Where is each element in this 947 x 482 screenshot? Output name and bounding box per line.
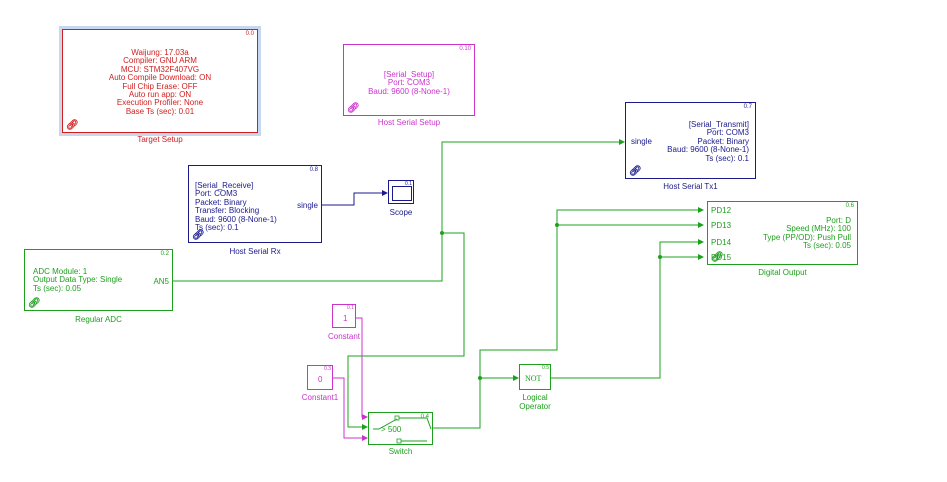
constant1-block[interactable]: 0.3 0 <box>307 365 333 390</box>
param-line: Ts (sec): 0.05 <box>33 283 82 293</box>
param-line: Baud: 9600 (8-None-1) <box>195 214 277 224</box>
logical-operator-caption: Logical Operator <box>519 393 551 411</box>
param-line: Auto Compile Download: ON <box>108 73 212 83</box>
param-line: Baud: 9600 (8-None-1) <box>667 145 749 155</box>
param-line: Baud: 9600 (8-None-1) <box>368 86 450 96</box>
line-not-out <box>551 239 704 379</box>
constant1-caption: Constant1 <box>301 393 339 402</box>
scope-block[interactable]: 0.1 <box>388 180 414 204</box>
switch-icon <box>373 415 432 444</box>
output-port-label: AN5 <box>153 277 169 286</box>
input-port-pd14: PD14 <box>711 238 732 247</box>
host-serial-setup-params: [Serial_Setup] Port: COM3 Baud: 9600 (8-… <box>344 70 474 96</box>
priority-label: 0.0 <box>245 31 254 37</box>
junction-pd15 <box>658 255 662 259</box>
regular-adc-params: ADC Module: 1 Output Data Type: Single T… <box>33 267 123 293</box>
param-line: Port: COM3 <box>706 128 749 138</box>
regular-adc-caption: Regular ADC <box>75 315 122 324</box>
priority-label: 0.3 <box>324 366 331 372</box>
scope-screen-icon <box>392 186 412 201</box>
param-line: Compiler: GNU ARM <box>123 56 197 66</box>
host-serial-rx-params: [Serial_Receive] Port: COM3 Packet: Bina… <box>195 181 277 233</box>
switch-block[interactable]: 0.4 > 500 <box>368 412 433 445</box>
host-serial-tx-caption: Host Serial Tx1 <box>663 182 718 191</box>
input-port-label: single <box>631 137 652 146</box>
priority-label: 0.7 <box>743 104 752 110</box>
digital-output-params: Port: D Speed (MHz): 100 Type (PP/OD): P… <box>762 216 851 251</box>
target-setup-params: Waijung: 17.03a Compiler: GNU ARM MCU: S… <box>63 48 257 116</box>
digital-output-caption: Digital Output <box>758 268 807 277</box>
param-line: Ts (sec): 0.1 <box>195 223 239 233</box>
logical-operator-block[interactable]: 0.5 NOT <box>519 364 551 390</box>
param-line: Speed (MHz): 100 <box>786 224 851 234</box>
host-serial-tx-block[interactable]: 0.7 single [Serial_Transmit] Port: COM3 … <box>625 102 756 179</box>
priority-label: 0.6 <box>845 203 854 209</box>
constant-caption: Constant <box>327 332 361 341</box>
param-line: Waijung: 17.03a <box>131 48 189 57</box>
line-adc-switch <box>347 232 465 430</box>
param-line: Execution Profiler: None <box>116 98 204 108</box>
priority-label: 0.1 <box>405 181 412 187</box>
logical-operator-label: NOT <box>525 374 542 383</box>
line-rx-scope <box>322 190 388 206</box>
priority-label: 0.4 <box>420 414 429 420</box>
param-line: Ts (sec): 0.1 <box>705 153 749 163</box>
junction-not <box>478 376 482 380</box>
link-icon: 🔗︎ <box>192 230 205 241</box>
param-line: Packet: Binary <box>697 136 749 146</box>
param-line: Base Ts (sec): 0.01 <box>125 106 195 116</box>
scope-caption: Scope <box>389 208 413 217</box>
digital-output-block[interactable]: 0.6 PD12 PD13 PD14 PD15 Port: D Speed (M… <box>707 201 858 265</box>
constant1-value: 0 <box>318 375 323 384</box>
line-switch-out <box>433 207 704 429</box>
param-line: ADC Module: 1 <box>33 267 88 276</box>
param-line: MCU: STM32F407VG <box>120 64 200 74</box>
target-setup-block[interactable]: 0.0 Waijung: 17.03a Compiler: GNU ARM MC… <box>62 29 258 133</box>
param-line: Packet: Binary <box>195 197 247 207</box>
host-serial-setup-caption: Host Serial Setup <box>377 118 441 127</box>
line-adc-tx <box>173 139 625 282</box>
priority-label: 0.2 <box>160 251 169 257</box>
constant-block[interactable]: 0.1 1 <box>332 304 356 328</box>
param-line: [Serial_Receive] <box>195 181 254 190</box>
param-line: Transfer: Blocking <box>195 206 260 216</box>
link-icon: 🔗︎ <box>28 298 41 309</box>
host-serial-setup-block[interactable]: 0.10 [Serial_Setup] Port: COM3 Baud: 960… <box>343 44 475 116</box>
priority-label: 0.10 <box>459 46 471 52</box>
host-serial-rx-block[interactable]: 0.8 [Serial_Receive] Port: COM3 Packet: … <box>188 165 322 243</box>
link-icon: 🔗︎ <box>66 120 79 131</box>
priority-label: 0.8 <box>309 167 318 173</box>
param-line: Port: COM3 <box>387 78 431 88</box>
link-icon: 🔗︎ <box>629 166 642 177</box>
junction-adc <box>440 231 444 235</box>
priority-label: 0.1 <box>347 305 354 311</box>
host-serial-tx-params: [Serial_Transmit] Port: COM3 Packet: Bin… <box>667 120 749 163</box>
param-line: Output Data Type: Single <box>33 275 123 285</box>
target-setup-caption: Target Setup <box>137 135 183 144</box>
param-line: Port: COM3 <box>195 189 238 199</box>
priority-label: 0.5 <box>542 365 549 371</box>
line-constant-switch <box>356 317 368 420</box>
param-line: Port: D <box>826 216 851 225</box>
output-port-label: single <box>297 201 318 210</box>
param-line: Type (PP/OD): Push Pull <box>762 232 851 242</box>
switch-caption: Switch <box>388 447 413 456</box>
input-port-pd15: PD15 <box>711 253 732 262</box>
line-constant1-switch <box>333 377 368 441</box>
regular-adc-block[interactable]: 0.2 ADC Module: 1 Output Data Type: Sing… <box>24 249 173 311</box>
param-line: Auto run app: ON <box>128 90 192 100</box>
param-line: [Serial_Transmit] <box>688 120 749 129</box>
input-port-pd13: PD13 <box>711 221 732 230</box>
constant-value: 1 <box>343 314 348 323</box>
switch-criteria: > 500 <box>381 425 402 434</box>
param-line: [Serial_Setup] <box>383 70 435 79</box>
param-line: Ts (sec): 0.05 <box>802 241 851 251</box>
input-port-pd12: PD12 <box>711 206 732 215</box>
host-serial-rx-caption: Host Serial Rx <box>229 247 281 256</box>
link-icon: 🔗︎ <box>711 252 724 263</box>
junction-pd13 <box>555 223 559 227</box>
param-line: Full Chip Erase: OFF <box>122 81 198 91</box>
link-icon: 🔗︎ <box>347 103 360 114</box>
